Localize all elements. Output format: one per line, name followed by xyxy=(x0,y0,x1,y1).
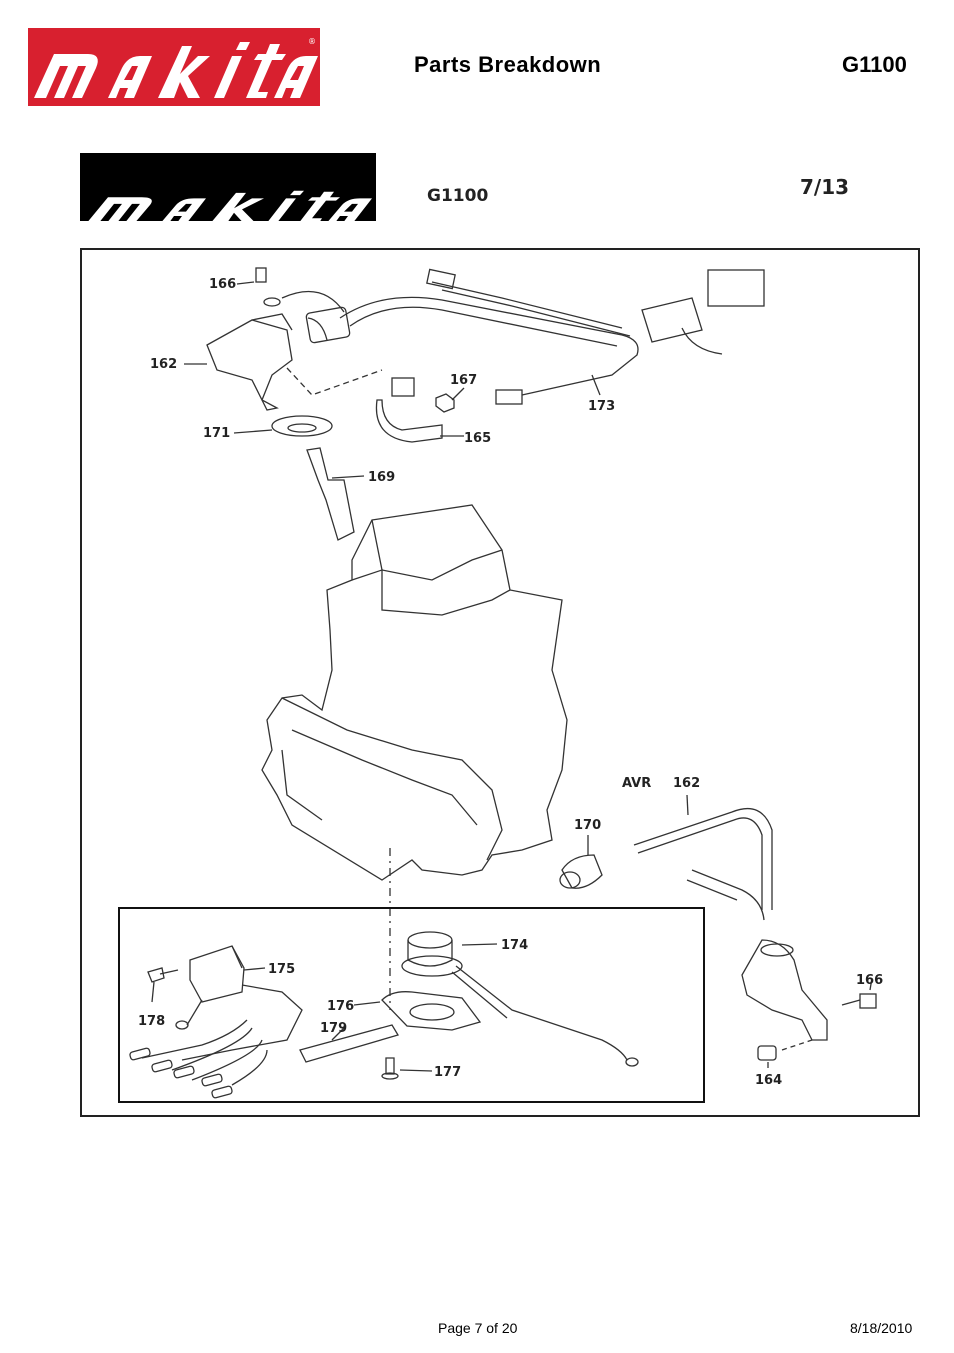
label-169: 169 xyxy=(368,470,395,485)
screw-177 xyxy=(385,1057,395,1075)
parts-diagram: 166 162 167 173 171 165 169 AVR 162 170 … xyxy=(80,248,920,1117)
scanned-model-number: G1100 xyxy=(427,186,489,206)
model-number: G1100 xyxy=(842,52,907,77)
makita-logo: ® xyxy=(28,28,320,106)
print-date: 8/18/2010 xyxy=(850,1320,913,1336)
bolt-166-top xyxy=(255,267,267,283)
label-162-avr: 162 xyxy=(673,776,700,791)
label-177: 177 xyxy=(434,1065,461,1080)
label-165: 165 xyxy=(464,431,491,446)
spacer-164 xyxy=(757,1045,777,1061)
gasket-176 xyxy=(381,991,482,1031)
bolt-178 xyxy=(147,967,165,983)
engine-block xyxy=(261,504,568,881)
avr-body xyxy=(741,939,828,1041)
grommet-171 xyxy=(271,415,333,437)
inset-box xyxy=(118,907,705,1103)
label-175: 175 xyxy=(268,962,295,977)
label-162-top: 162 xyxy=(150,357,177,372)
label-164: 164 xyxy=(755,1073,782,1088)
scanned-page-fraction: 7/13 xyxy=(800,175,850,199)
cap-170 xyxy=(561,854,603,889)
bracket-165 xyxy=(375,399,443,443)
label-171: 171 xyxy=(203,426,230,441)
strap-179 xyxy=(299,1024,399,1063)
nut-167 xyxy=(435,393,455,413)
bolt-166-right xyxy=(859,993,877,1009)
label-167: 167 xyxy=(450,373,477,388)
makita-logo-scanned xyxy=(80,153,376,222)
label-avr: AVR xyxy=(622,776,651,791)
page-number: Page 7 of 20 xyxy=(438,1320,518,1336)
plug-cap-162 xyxy=(206,319,293,411)
label-174: 174 xyxy=(501,938,528,953)
label-166-top: 166 xyxy=(209,277,236,292)
harness-173 xyxy=(339,296,639,396)
label-176: 176 xyxy=(327,999,354,1014)
spark-plug-169 xyxy=(306,447,355,541)
label-166-right: 166 xyxy=(856,973,883,988)
avr-cable-162 xyxy=(633,807,773,910)
label-179: 179 xyxy=(320,1021,347,1036)
connector-block xyxy=(707,269,765,307)
svg-text:®: ® xyxy=(308,37,316,46)
label-170: 170 xyxy=(574,818,601,833)
motor-174 xyxy=(407,931,453,949)
label-173: 173 xyxy=(588,399,615,414)
label-178: 178 xyxy=(138,1014,165,1029)
page-title: Parts Breakdown xyxy=(414,52,602,77)
